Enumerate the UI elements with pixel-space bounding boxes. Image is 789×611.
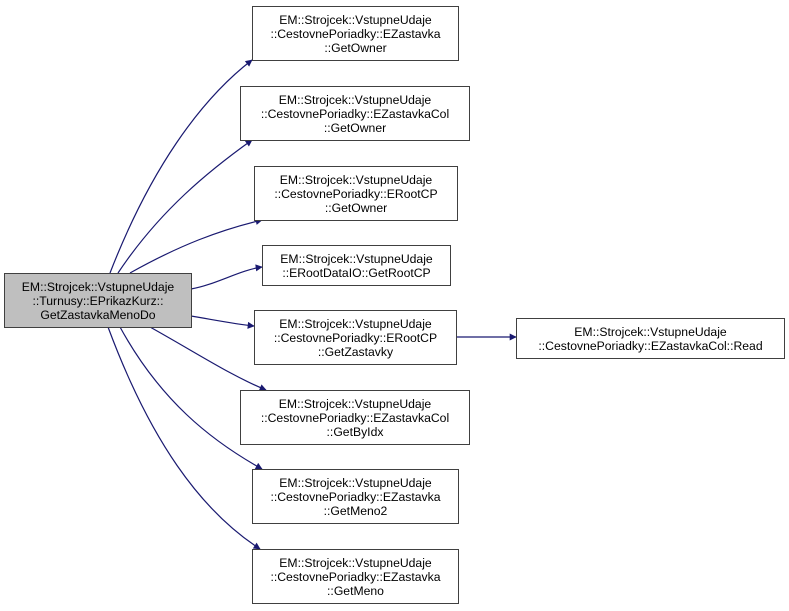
node-label-line: ::Turnusy::EPrikazKurz:: — [32, 293, 164, 308]
root-function-node: EM::Strojcek::VstupneUdaje ::Turnusy::EP… — [4, 273, 192, 328]
node-label-line: EM::Strojcek::VstupneUdaje — [279, 12, 432, 27]
node-label-line: ::GetOwner — [324, 40, 387, 55]
call-edge-root-n2 — [117, 139, 253, 274]
node-label-line: ::GetOwner — [323, 120, 387, 135]
node-label-line: ::GetMeno — [327, 583, 384, 598]
call-edge-root-n5 — [190, 315, 255, 329]
callee-node-ezastavkacol-getowner[interactable]: EM::Strojcek::VstupneUdaje ::CestovnePor… — [240, 86, 470, 141]
callee-node-ezastavkacol-getbyidx[interactable]: EM::Strojcek::VstupneUdaje ::CestovnePor… — [240, 390, 470, 445]
call-edge-root-n1 — [109, 59, 253, 274]
node-label-line: EM::Strojcek::VstupneUdaje — [279, 555, 432, 570]
node-label-line: EM::Strojcek::VstupneUdaje — [280, 251, 433, 266]
node-label-line: ::ERootDataIO::GetRootCP — [282, 265, 431, 280]
node-label-line: ::GetOwner — [324, 200, 388, 215]
call-edge-root-n3 — [129, 218, 263, 274]
node-label-line: EM::Strojcek::VstupneUdaje — [279, 475, 432, 490]
node-label-line: EM::Strojcek::VstupneUdaje — [21, 279, 175, 294]
call-edge-root-n4 — [190, 264, 263, 290]
node-label-line: ::GetMeno2 — [323, 503, 388, 518]
node-label-line: ::CestovnePoriadky::EZastavkaCol — [260, 106, 450, 121]
node-label-line: ::CestovnePoriadky::ERootCP — [273, 330, 438, 345]
node-label-line: ::CestovnePoriadky::EZastavka — [270, 26, 441, 41]
call-edge-root-n8 — [107, 326, 261, 550]
node-label-line: ::CestovnePoriadky::EZastavka — [270, 489, 441, 504]
callee-node-ezastavka-getmeno[interactable]: EM::Strojcek::VstupneUdaje ::CestovnePor… — [252, 549, 459, 604]
callee-node-erootcp-getzastavky[interactable]: EM::Strojcek::VstupneUdaje ::CestovnePor… — [254, 310, 457, 365]
callee-node-erootcp-getowner[interactable]: EM::Strojcek::VstupneUdaje ::CestovnePor… — [254, 166, 458, 221]
node-label-line: EM::Strojcek::VstupneUdaje — [278, 92, 432, 107]
call-edge-root-n7 — [119, 326, 263, 470]
callee-node-ezastavka-getmeno2[interactable]: EM::Strojcek::VstupneUdaje ::CestovnePor… — [252, 469, 459, 524]
node-label-line: ::CestovnePoriadky::EZastavkaCol::Read — [538, 338, 763, 353]
node-label-line: ::CestovnePoriadky::EZastavkaCol — [260, 410, 450, 425]
node-label-line: ::GetZastavky — [317, 344, 394, 359]
call-edge-root-n6 — [149, 326, 267, 391]
callee-node-ezastavka-getowner[interactable]: EM::Strojcek::VstupneUdaje ::CestovnePor… — [252, 6, 459, 61]
callee-node-erootdataio-getrootcp[interactable]: EM::Strojcek::VstupneUdaje ::ERootDataIO… — [262, 245, 451, 286]
node-label-line: ::GetByIdx — [326, 424, 384, 439]
node-label-line: EM::Strojcek::VstupneUdaje — [279, 172, 433, 187]
node-label-line: ::CestovnePoriadky::ERootCP — [274, 186, 438, 201]
node-label-line: GetZastavkaMenoDo — [40, 307, 156, 322]
node-label-line: EM::Strojcek::VstupneUdaje — [278, 396, 432, 411]
node-label-line: EM::Strojcek::VstupneUdaje — [574, 324, 727, 339]
node-label-line: ::CestovnePoriadky::EZastavka — [270, 569, 441, 584]
callee-node-ezastavkacol-read[interactable]: EM::Strojcek::VstupneUdaje ::CestovnePor… — [516, 318, 785, 359]
node-label-line: EM::Strojcek::VstupneUdaje — [279, 316, 432, 331]
